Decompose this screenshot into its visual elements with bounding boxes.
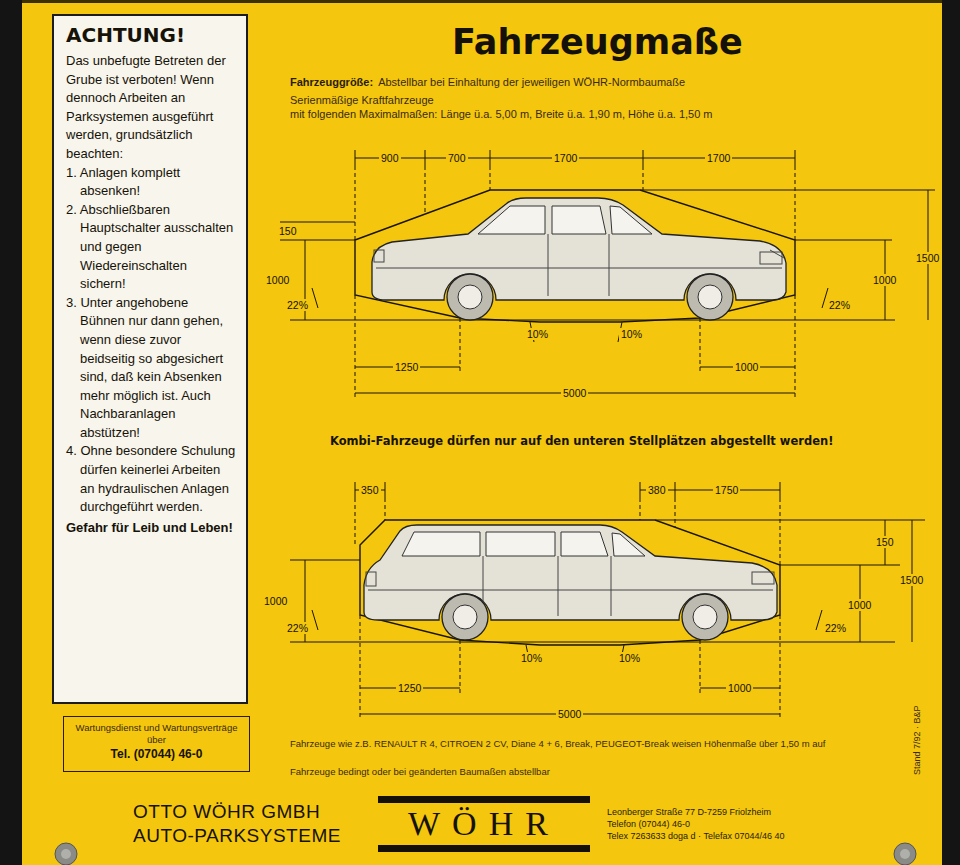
dimension: 1700 [705,152,732,164]
dimension: 350 [359,484,381,496]
service-box: Wartungsdienst und Wartungsverträge über… [63,716,250,772]
sign-title: Fahrzeugmaße [452,20,743,64]
warning-note: Kombi-Fahrzeuge dürfen nur auf den unter… [330,434,833,448]
dimension: 5000 [561,387,588,399]
dimension: 1000 [262,595,289,607]
panel-text: Das unbefugte Betreten der Grube ist ver… [66,52,236,164]
dimension: 380 [646,484,668,496]
print-code: Stand 7/92 · B&P [912,705,923,775]
footnote: Fahrzeuge bedingt oder bei geänderten Ba… [290,765,850,778]
panel-text: 2. Abschließbaren Hauptschalter ausschal… [66,201,236,294]
panel-text: 3. Unter angehobene Bühnen nur dann gehe… [66,294,236,443]
warning-panel: ACHTUNG! Das unbefugte Betreten der Grube… [52,14,248,704]
slope-label: 22% [285,299,310,311]
company-name: OTTO WÖHR GMBH [133,801,320,823]
company-name: AUTO-PARKSYSTEME [133,825,341,847]
dimension: 1000 [733,361,760,373]
dimension: 150 [277,225,299,237]
dimension: 700 [446,152,468,164]
panel-text: 1. Anlagen komplett absenken! [66,164,236,201]
dimension: 900 [379,152,401,164]
address-line: Telex 7263633 doga d · Telefax 07044/46 … [607,830,784,842]
panel-heading: ACHTUNG! [66,22,236,48]
dimension: 1750 [713,484,740,496]
dimension: 1500 [898,574,925,586]
dimension: 1250 [393,361,420,373]
dimension: 1000 [871,274,898,286]
slope-label: 22% [823,622,848,634]
panel-text: 4. Ohne besondere Schulung dürfen keiner… [66,442,236,516]
panel-text: Gefahr für Leib und Leben! [66,519,236,538]
slope-label: 10% [519,652,544,664]
dimension: 1000 [846,599,873,611]
slope-label: 22% [285,622,310,634]
subtitle-text: Abstellbar bei Einhaltung der jeweiligen… [378,76,685,88]
dimension: 1000 [726,682,753,694]
dimension: 1500 [914,252,941,264]
slope-label: 10% [619,328,644,340]
slope-label: 22% [827,299,852,311]
panel-text: Tel. (07044) 46-0 [70,746,243,762]
slope-label: 10% [525,328,550,340]
subtitle-line: Fahrzeuggröße: Abstellbar bei Einhaltung … [290,75,685,89]
dimension: 1000 [264,274,291,286]
slope-label: 10% [617,652,642,664]
brand-logo: WÖHR [408,806,560,842]
address-line: Telefon (07044) 46-0 [607,818,690,830]
footnote: Fahrzeuge wie z.B. RENAULT R 4, CITROEN … [290,737,850,750]
subtitle-text: mit folgenden Maximalmaßen: Länge ü.a. 5… [290,107,713,121]
subtitle-heading: Fahrzeuggröße: [290,76,373,88]
dimension: 1250 [396,682,423,694]
dimension: 150 [874,536,896,548]
dimension: 5000 [556,708,583,720]
address-line: Leonberger Straße 77 D-7259 Friolzheim [607,806,771,818]
panel-heading: Wartungsdienst und Wartungsverträge über [70,722,243,746]
subtitle-text: Serienmäßige Kraftfahrzeuge [290,93,434,107]
dimension: 1700 [552,152,579,164]
